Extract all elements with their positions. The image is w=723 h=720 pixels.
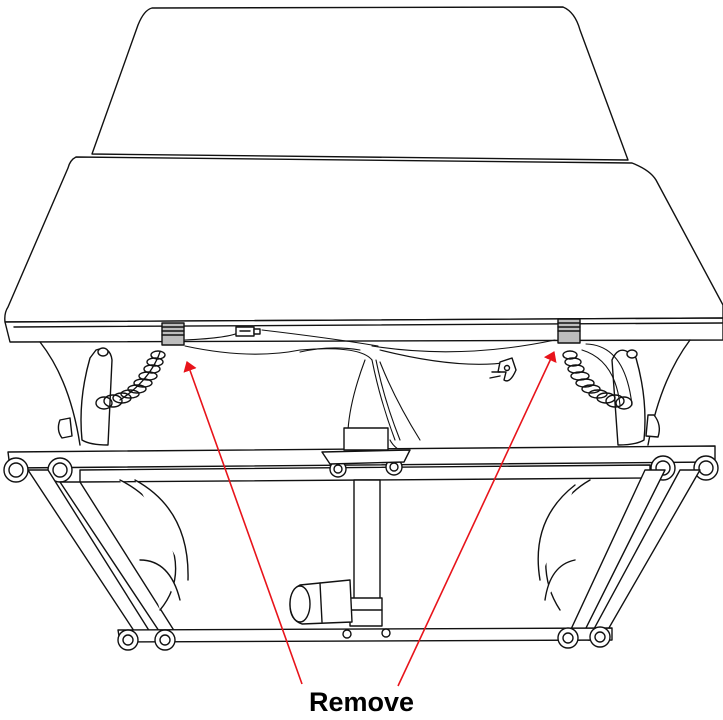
wire-harness <box>184 329 633 456</box>
motor-icon <box>289 579 353 625</box>
upper-lid <box>91 6 629 161</box>
right-callout-arrow <box>397 351 557 687</box>
wire-connector-icon <box>235 326 261 337</box>
callout-arrows <box>183 351 557 687</box>
limit-switch <box>489 357 517 382</box>
left-callout-arrow <box>183 361 303 685</box>
remove-callout-label: Remove <box>308 687 415 717</box>
left-cable-clip-icon <box>161 322 185 346</box>
base-rail <box>117 626 613 651</box>
left-side-bracket <box>57 347 113 446</box>
right-frame <box>537 469 701 641</box>
right-coil-cable <box>562 350 633 410</box>
right-cable-clip-icon <box>557 318 581 344</box>
lid-shroud <box>4 156 723 343</box>
linear-actuator <box>321 427 411 627</box>
left-coil-cable <box>95 350 166 410</box>
left-frame <box>27 469 189 641</box>
